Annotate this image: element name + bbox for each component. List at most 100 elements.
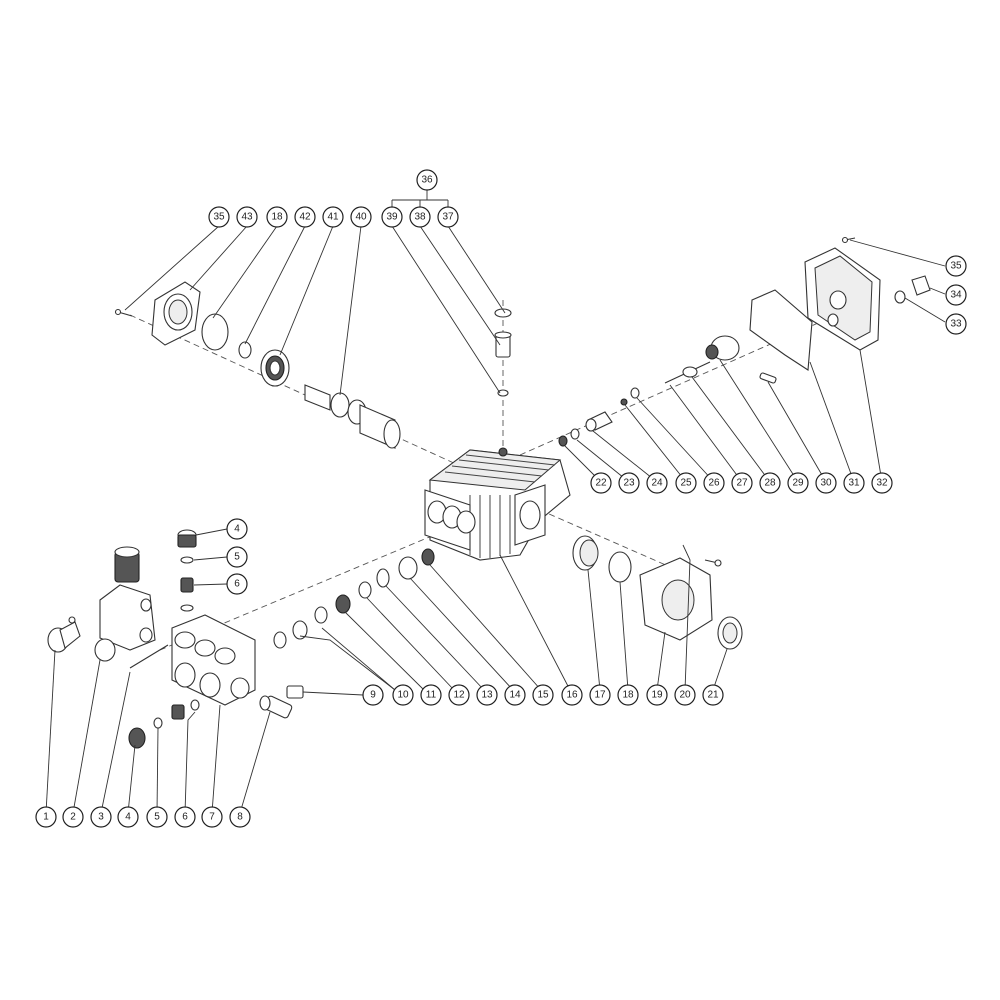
plug-washer (894, 290, 906, 304)
callout-18-top: 18 (266, 206, 288, 228)
svg-text:34: 34 (950, 290, 962, 301)
callout-28: 28 (759, 472, 781, 494)
callout-24: 24 (646, 472, 668, 494)
outlet-fitting (259, 695, 293, 719)
pump-manifold (171, 614, 256, 706)
svg-text:10: 10 (397, 690, 409, 701)
callout-10: 10 (392, 684, 414, 706)
valve-oring-top (180, 556, 194, 564)
ball-bearing (260, 349, 290, 387)
svg-text:25: 25 (680, 478, 692, 489)
svg-text:41: 41 (327, 212, 339, 223)
callout-9: 9 (362, 684, 384, 706)
piston-rod (664, 361, 711, 384)
small-washer (620, 398, 628, 406)
callout-12: 12 (448, 684, 470, 706)
svg-text:26: 26 (708, 478, 720, 489)
svg-text:20: 20 (679, 690, 691, 701)
svg-text:27: 27 (736, 478, 748, 489)
svg-text:36: 36 (421, 175, 433, 186)
callout-4-top: 4 (226, 518, 248, 540)
shaft-seal (717, 616, 743, 650)
callout-30: 30 (815, 472, 837, 494)
callout-4-bottom: 4 (117, 806, 139, 828)
svg-text:37: 37 (442, 212, 454, 223)
bearing-cover (151, 281, 201, 346)
valve-seal (497, 389, 509, 397)
callout-17: 17 (589, 684, 611, 706)
callout-3: 3 (90, 806, 112, 828)
crankshaft (304, 384, 401, 449)
callout-23: 23 (618, 472, 640, 494)
valve-plug-top (177, 529, 197, 548)
svg-text:39: 39 (386, 212, 398, 223)
callout-32: 32 (871, 472, 893, 494)
svg-text:12: 12 (453, 690, 465, 701)
svg-text:38: 38 (414, 212, 426, 223)
callout-13: 13 (476, 684, 498, 706)
svg-text:2: 2 (70, 812, 76, 823)
svg-text:33: 33 (950, 319, 962, 330)
svg-text:5: 5 (154, 812, 160, 823)
svg-text:22: 22 (595, 478, 607, 489)
callout-19: 19 (646, 684, 668, 706)
rear-cover (804, 247, 881, 351)
svg-text:19: 19 (651, 690, 663, 701)
callout-27: 27 (731, 472, 753, 494)
callout-18: 18 (617, 684, 639, 706)
flange-screw (704, 559, 722, 567)
connecting-rod (705, 335, 740, 361)
needle-bearing (572, 535, 599, 571)
svg-text:9: 9 (370, 690, 376, 701)
callout-39: 39 (381, 206, 403, 228)
o-ring-small (238, 341, 252, 359)
svg-text:24: 24 (651, 478, 663, 489)
svg-text:4: 4 (234, 524, 240, 535)
callout-41: 41 (322, 206, 344, 228)
leader-lines (45, 190, 946, 814)
svg-text:42: 42 (299, 212, 311, 223)
bypass-hose (129, 644, 169, 669)
callout-40: 40 (350, 206, 372, 228)
callout-29: 29 (787, 472, 809, 494)
valve-assembly-bottom (171, 699, 200, 720)
injector-fitting (47, 616, 81, 653)
svg-text:14: 14 (509, 690, 521, 701)
callout-15: 15 (532, 684, 554, 706)
oil-sight-plug (911, 275, 931, 296)
svg-text:35: 35 (213, 212, 225, 223)
valve-body (494, 331, 512, 358)
oil-seal-right (630, 387, 640, 399)
valve-oring-bottom (153, 717, 163, 729)
svg-text:18: 18 (622, 690, 634, 701)
callout-42: 42 (294, 206, 316, 228)
o-ring-large (201, 313, 229, 351)
svg-text:29: 29 (792, 478, 804, 489)
callout-35-right: 35 (945, 255, 967, 277)
svg-text:21: 21 (707, 690, 719, 701)
callout-37: 37 (437, 206, 459, 228)
callout-43: 43 (236, 206, 258, 228)
plunger-washer (570, 428, 580, 440)
callout-31: 31 (843, 472, 865, 494)
callout-21: 21 (702, 684, 724, 706)
callout-5-top: 5 (226, 546, 248, 568)
svg-text:31: 31 (848, 478, 860, 489)
valve-plug-bottom (128, 727, 146, 749)
callout-1: 1 (35, 806, 57, 828)
callout-25: 25 (675, 472, 697, 494)
svg-text:4: 4 (125, 812, 131, 823)
svg-text:18: 18 (271, 212, 283, 223)
plunger-sleeve (585, 411, 613, 432)
callout-11: 11 (420, 684, 442, 706)
svg-text:8: 8 (237, 812, 243, 823)
wrist-pin (759, 372, 777, 384)
crankcase-housing (424, 447, 571, 561)
valve-assembly-top (180, 577, 194, 612)
svg-text:3: 3 (98, 812, 104, 823)
callout-2: 2 (62, 806, 84, 828)
callout-38: 38 (409, 206, 431, 228)
svg-text:6: 6 (182, 812, 188, 823)
unloader-valve (94, 546, 156, 662)
plunger-nut (558, 435, 568, 447)
